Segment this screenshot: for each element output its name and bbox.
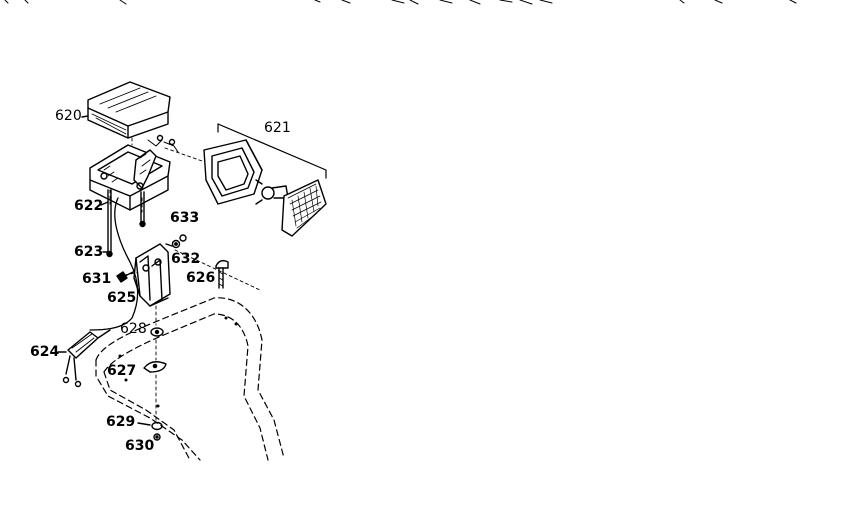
- frame-holes: [118, 316, 238, 408]
- nut-629: [137, 421, 163, 431]
- nut-630: [153, 433, 161, 441]
- leader-620: [81, 115, 89, 118]
- callout-631: 631: [82, 271, 112, 287]
- clip-627: [143, 361, 167, 373]
- lamp-housing-622: [89, 134, 179, 211]
- bracket-625: [133, 243, 171, 307]
- bolt-626: [215, 259, 229, 289]
- lamp-cover-620: [87, 81, 171, 139]
- callout-621: 621: [264, 120, 291, 136]
- connector-624: [62, 329, 111, 388]
- callout-629: 629: [106, 414, 136, 430]
- callout-633: 633: [170, 210, 200, 226]
- washer-632: [165, 234, 187, 249]
- frame-tube: [95, 297, 285, 461]
- callout-627: 627: [107, 363, 137, 379]
- callout-628: 628: [120, 321, 147, 337]
- bolt-631: [116, 271, 134, 283]
- washer-628: [150, 327, 164, 337]
- callout-625: 625: [107, 290, 137, 306]
- callout-630: 630: [125, 438, 155, 454]
- callout-632: 632: [171, 251, 201, 267]
- callout-622: 622: [74, 198, 104, 214]
- lamp-unit-621: [203, 123, 327, 237]
- callout-623: 623: [74, 244, 104, 260]
- screw-bolt: [139, 191, 146, 228]
- bolt-623: [106, 189, 113, 258]
- leader-622: [100, 201, 109, 206]
- callout-626: 626: [186, 270, 216, 286]
- callout-624: 624: [30, 344, 60, 360]
- assembly-guides: [109, 137, 261, 421]
- callout-620: 620: [55, 108, 82, 124]
- cable: [89, 197, 139, 331]
- scan-artifacts: [4, 0, 797, 5]
